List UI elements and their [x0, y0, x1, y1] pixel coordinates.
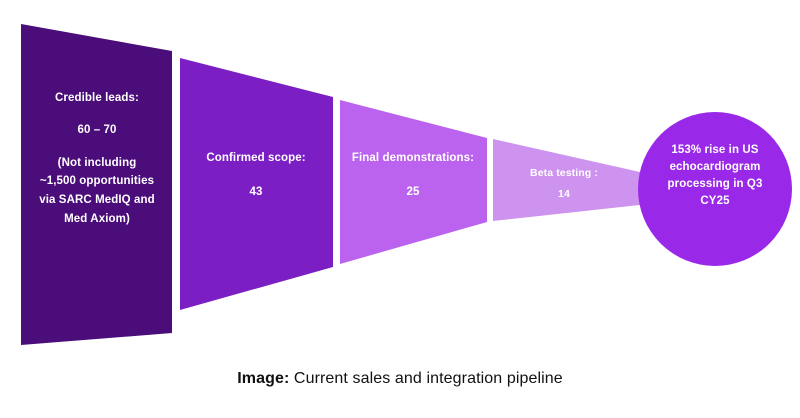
- caption-text: Current sales and integration pipeline: [289, 370, 563, 387]
- funnel-segment-2-shape: [180, 58, 333, 310]
- caption-prefix: Image:: [237, 370, 290, 387]
- funnel-segment-3-shape: [340, 100, 487, 264]
- funnel-segment-1-shape: [21, 24, 172, 345]
- funnel-segment-4-shape: [493, 139, 640, 221]
- figure-caption: Image: Current sales and integration pip…: [0, 370, 800, 388]
- callout-circle-shape: [638, 112, 792, 266]
